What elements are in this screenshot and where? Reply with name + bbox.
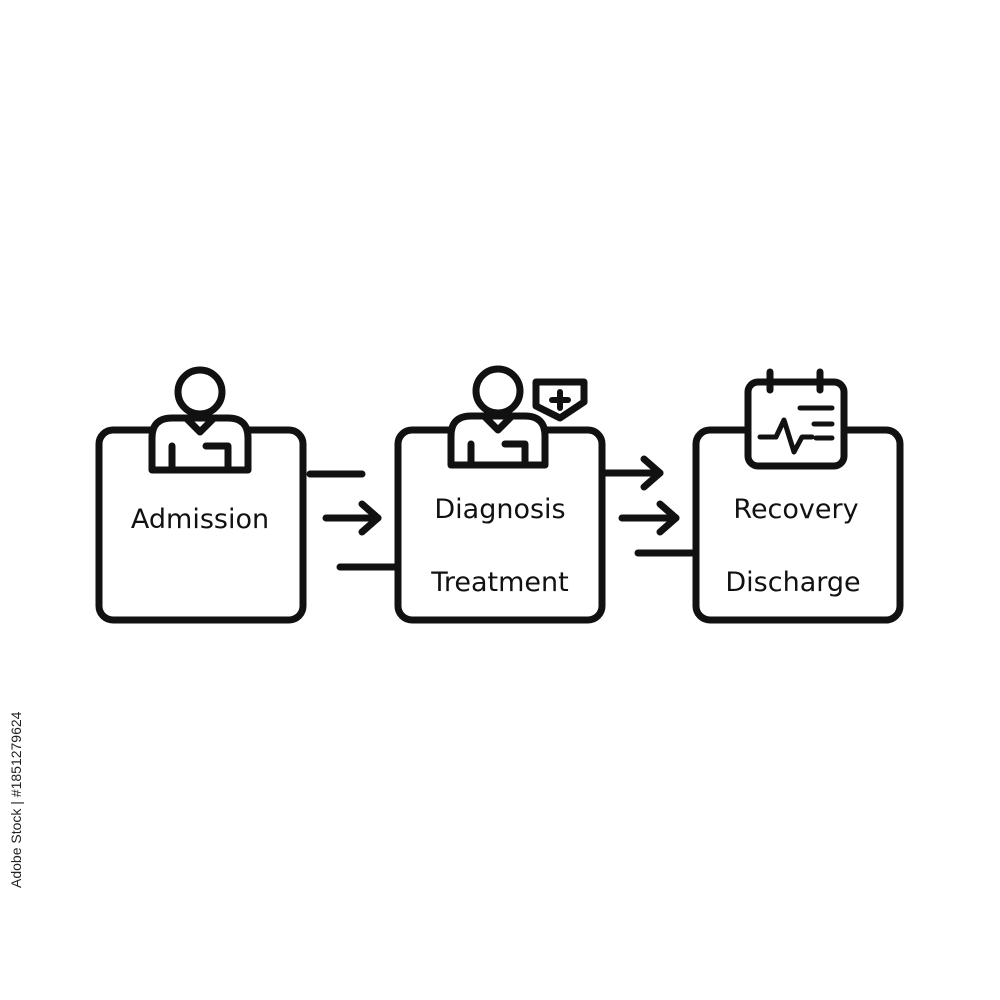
- connector-admission-to-diagnosis: [306, 470, 398, 571]
- stock-watermark-id: Adobe Stock | #1851279624: [8, 712, 24, 888]
- person-icon: [148, 366, 252, 474]
- stage-diagnosis-treatment: [394, 365, 606, 624]
- stage-label-recovery: Recovery: [733, 494, 858, 525]
- stage-label-diagnosis: Diagnosis: [434, 494, 565, 525]
- medical-cross-badge-icon: [532, 378, 588, 422]
- arrow-right-icon: [618, 500, 680, 536]
- watermark-text: Adobe Stock | #1851279624: [8, 711, 24, 888]
- stage-admission: [95, 366, 307, 624]
- arrow-right-icon: [322, 500, 382, 536]
- stage-recovery-discharge: [692, 368, 904, 624]
- stage-label-discharge: Discharge: [725, 567, 860, 598]
- connector-diagnosis-to-recovery: [602, 455, 696, 557]
- stage-label-treatment: Treatment: [430, 567, 568, 598]
- doctor-icon: [447, 365, 549, 469]
- arrow-right-icon: [602, 455, 664, 491]
- stage-label-admission: Admission: [131, 504, 269, 535]
- calendar-heartbeat-icon: [744, 368, 848, 470]
